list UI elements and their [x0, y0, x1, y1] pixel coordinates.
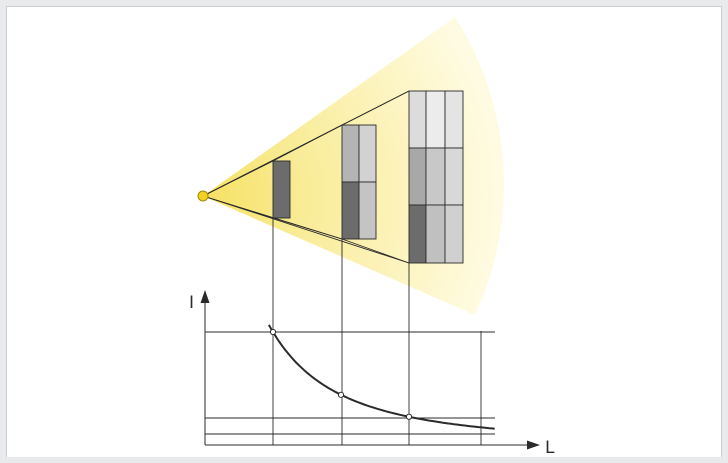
connector-near-mid-bottom	[272, 217, 343, 240]
surface-far-cell	[444, 147, 464, 206]
surface-far-cell	[444, 204, 464, 264]
surface-middle-cell	[341, 181, 360, 240]
reference-lines	[205, 331, 495, 435]
surface-far-cell	[408, 90, 427, 149]
curve-point	[337, 391, 345, 398]
surface-middle-cell	[358, 124, 377, 183]
intensity-graph: I L	[189, 290, 555, 458]
surface-far-cell	[408, 204, 427, 264]
curve-point	[269, 328, 277, 336]
projection-lines	[202, 90, 410, 264]
y-axis-label: I	[189, 293, 194, 313]
surface-middle-cell	[358, 181, 377, 240]
surface-far-cell	[425, 204, 446, 264]
connector-mid-far-bottom	[341, 238, 410, 264]
surface-far-cell	[425, 90, 446, 149]
surface-near-cell	[272, 160, 291, 219]
surface-far-cell	[408, 147, 427, 206]
surface-near	[272, 160, 291, 219]
surface-far-cell	[444, 90, 464, 149]
connector-mid-far-top	[341, 90, 410, 126]
surface-far-cell	[425, 147, 446, 206]
intensity-curve	[268, 324, 495, 430]
ray-to-far-bottom	[202, 195, 410, 264]
inverse-square-law-diagram: I L	[189, 17, 555, 458]
figure-panel: I L	[6, 6, 722, 458]
x-axis-label: L	[545, 438, 555, 458]
light-source	[197, 190, 209, 202]
y-axis-arrow	[200, 290, 210, 303]
x-axis-arrow	[527, 440, 540, 450]
curve-points	[269, 328, 413, 420]
connector-near-mid-top	[272, 124, 343, 162]
surface-far	[408, 90, 464, 264]
curve-point	[405, 413, 413, 420]
surface-middle-cell	[341, 124, 360, 183]
surface-middle	[341, 124, 377, 240]
